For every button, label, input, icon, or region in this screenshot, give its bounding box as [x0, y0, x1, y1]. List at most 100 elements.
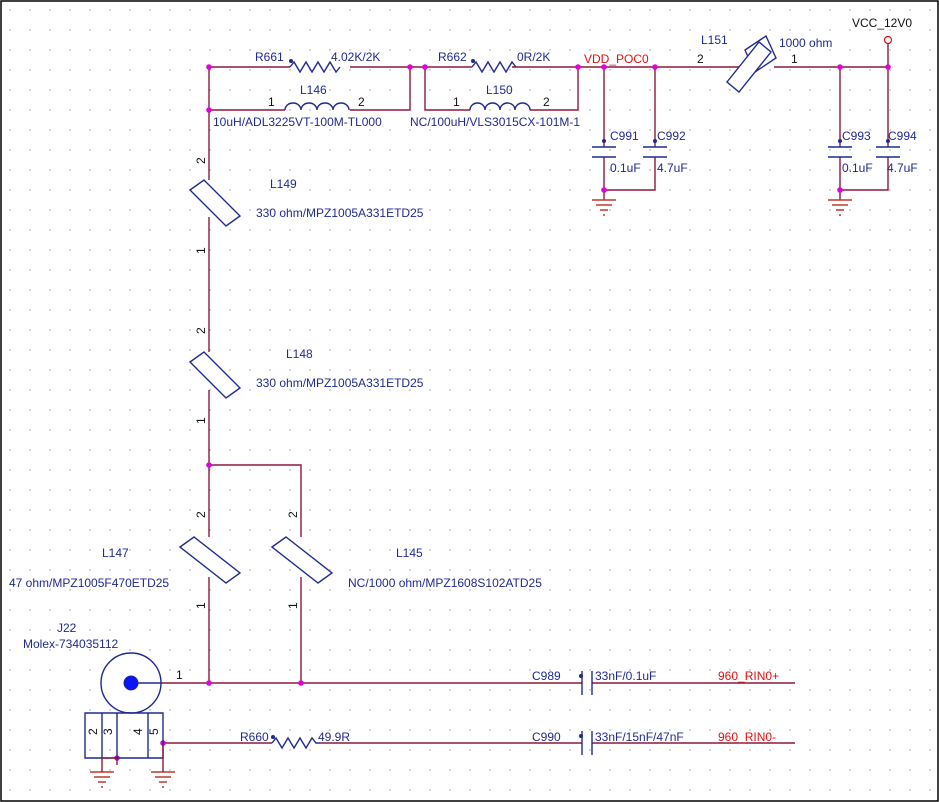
- l148-ref: L148: [286, 347, 313, 361]
- ground-symbol: [592, 199, 616, 216]
- junction-dot: [206, 680, 212, 686]
- r660-ref: R660: [240, 730, 269, 744]
- r661-value: 4.02K/2K: [331, 50, 380, 64]
- l150-value: NC/100uH/VLS3015CX-101M-1: [410, 115, 580, 129]
- l146-pin2: 2: [358, 95, 365, 109]
- l150-pin2: 2: [543, 95, 550, 109]
- vcc-12v0-label: VCC_12V0: [852, 16, 912, 30]
- c990-ref: C990: [532, 730, 561, 744]
- junction-dot: [206, 64, 212, 70]
- pin1-marker: [289, 59, 293, 63]
- l149-value: 330 ohm/MPZ1005A331ETD25: [256, 206, 424, 220]
- junction-dot: [206, 462, 212, 468]
- c989-value: 33nF/0.1uF: [595, 669, 656, 683]
- junction-dot: [575, 64, 581, 70]
- l150-pin1: 1: [453, 95, 460, 109]
- r660-value: 49.9R: [318, 730, 350, 744]
- junctions: [114, 64, 891, 761]
- wires: [161, 44, 889, 744]
- resistor-r661[interactable]: R661 4.02K/2K: [255, 50, 380, 74]
- junction-dot: [652, 64, 658, 70]
- l146-pin1: 1: [268, 95, 275, 109]
- c993-value: 0.1uF: [842, 161, 873, 175]
- j22-pin5: 5: [147, 728, 161, 735]
- l151-pin2: 2: [697, 52, 704, 66]
- ground-symbol: [151, 765, 175, 788]
- resistor-r660[interactable]: R660 49.9R: [240, 730, 350, 750]
- pin1-marker: [579, 674, 583, 678]
- l148-pin2: 2: [194, 327, 208, 334]
- l150-ref: L150: [486, 83, 513, 97]
- l149-pin2: 2: [194, 157, 208, 164]
- inductor-l146[interactable]: L146 1 2 10uH/ADL3225VT-100M-TL000: [213, 83, 382, 129]
- ferrite-l151[interactable]: L151 1000 ohm 2 1: [697, 33, 832, 93]
- c994-value: 4.7uF: [887, 161, 918, 175]
- capacitor-c991[interactable]: C991 0.1uF: [592, 129, 641, 175]
- l147-ref: L147: [102, 546, 129, 560]
- j22-ref: J22: [57, 621, 77, 635]
- j22-pin3: 3: [101, 728, 115, 735]
- capacitor-c993[interactable]: C993 0.1uF: [828, 129, 873, 175]
- ferrite-l149[interactable]: L149 330 ohm/MPZ1005A331ETD25 2 1: [188, 157, 424, 254]
- c991-ref: C991: [610, 129, 639, 143]
- l147-pin1: 1: [194, 602, 208, 609]
- connector-j22[interactable]: J22 Molex-734035112 1 2 3 4 5: [23, 621, 183, 765]
- junction-dot: [885, 64, 891, 70]
- l151-ref: L151: [701, 33, 728, 47]
- l148-pin1: 1: [194, 417, 208, 424]
- net-label-rin-minus: 960_RIN0-: [718, 730, 776, 744]
- inductor-l150[interactable]: L150 1 2 NC/100uH/VLS3015CX-101M-1: [410, 83, 580, 129]
- pin1-marker: [471, 59, 475, 63]
- r662-ref: R662: [438, 50, 467, 64]
- junction-dot: [601, 64, 607, 70]
- l149-pin1: 1: [194, 247, 208, 254]
- pin1-marker: [886, 139, 890, 143]
- r661-ref: R661: [255, 50, 284, 64]
- pin1-marker: [653, 139, 657, 143]
- ferrite-l148[interactable]: L148 330 ohm/MPZ1005A331ETD25 2 1: [188, 327, 424, 424]
- r662-value: 0R/2K: [517, 50, 550, 64]
- l149-ref: L149: [270, 177, 297, 191]
- l145-pin1: 1: [286, 602, 300, 609]
- capacitor-c989[interactable]: C989 33nF/0.1uF: [532, 669, 656, 695]
- l151-value: 1000 ohm: [779, 36, 832, 50]
- ferrite-l145[interactable]: L145 NC/1000 ohm/MPZ1608S102ATD25 2 1: [270, 511, 542, 609]
- junction-dot: [601, 187, 607, 193]
- junction-dot: [206, 107, 212, 113]
- j22-value: Molex-734035112: [23, 637, 119, 651]
- capacitor-c994[interactable]: C994 4.7uF: [876, 129, 918, 175]
- l148-value: 330 ohm/MPZ1005A331ETD25: [256, 376, 424, 390]
- ferrite-l147[interactable]: L147 47 ohm/MPZ1005F470ETD25 2 1: [9, 511, 242, 609]
- capacitor-c990[interactable]: C990 33nF/15nF/47nF: [532, 730, 684, 755]
- resistor-r662[interactable]: R662 0R/2K: [438, 50, 550, 74]
- junction-dot: [298, 680, 304, 686]
- l145-ref: L145: [396, 546, 423, 560]
- l147-pin2: 2: [194, 511, 208, 518]
- capacitor-c992[interactable]: C992 4.7uF: [643, 129, 688, 175]
- junction-dot: [837, 64, 843, 70]
- c990-value: 33nF/15nF/47nF: [595, 730, 684, 744]
- l146-ref: L146: [300, 83, 327, 97]
- l145-pin2: 2: [286, 511, 300, 518]
- j22-pin4: 4: [131, 728, 145, 735]
- c994-ref: C994: [888, 129, 917, 143]
- c992-ref: C992: [657, 129, 686, 143]
- l151-pin1: 1: [791, 52, 798, 66]
- pin1-marker: [579, 734, 583, 738]
- c991-value: 0.1uF: [610, 161, 641, 175]
- junction-dot: [407, 64, 413, 70]
- pin1-marker: [838, 139, 842, 143]
- ground-symbol: [90, 765, 114, 788]
- c993-ref: C993: [842, 129, 871, 143]
- net-label-rin-plus: 960_RIN0+: [718, 669, 779, 683]
- j22-pin2: 2: [86, 728, 100, 735]
- pin1-marker: [602, 139, 606, 143]
- l147-value: 47 ohm/MPZ1005F470ETD25: [9, 576, 169, 590]
- c992-value: 4.7uF: [657, 161, 688, 175]
- junction-dot: [422, 64, 428, 70]
- l145-value: NC/1000 ohm/MPZ1608S102ATD25: [348, 576, 542, 590]
- junction-dot: [837, 187, 843, 193]
- c989-ref: C989: [532, 669, 561, 683]
